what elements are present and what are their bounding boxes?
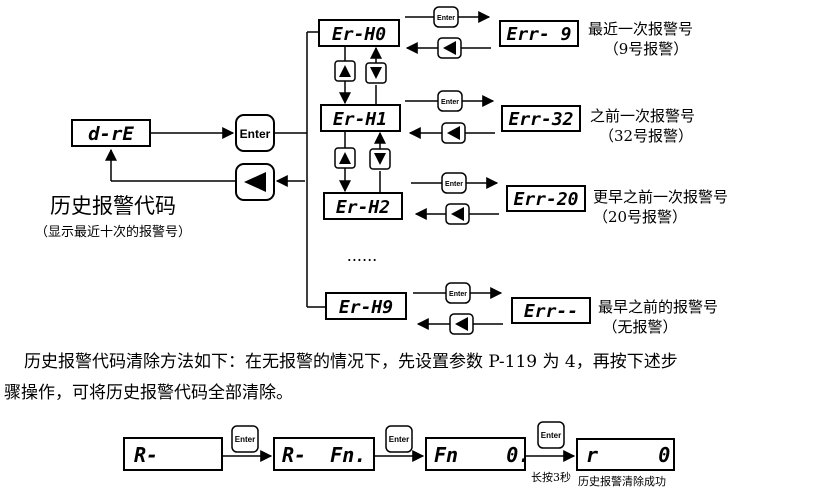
code-display-h9 [325,292,407,320]
ellipsis: ...... [347,246,378,265]
enter-button-bottom-1[interactable] [231,425,259,453]
main-display [71,119,151,147]
result-display-row2-text: Err-20 [513,189,578,210]
code-display-h0 [318,19,400,47]
enter-button-bottom-2[interactable] [385,425,413,453]
bottom-display-2-text: R- Fn. [282,443,366,467]
history-sublabel: （显示最近十次的报警号） [35,224,191,240]
code-display-h0-text: Er-H0 [332,24,386,45]
enter-button-row1-label: Enter [441,99,459,106]
result-display-row1-text: Err-32 [508,109,573,130]
enter-button-bottom-1-label: Enter [235,435,255,444]
row1-desc-line1: 之前一次报警号 [590,107,695,125]
result-display-row2 [506,185,586,212]
bottom-display-4-text: r 0 [586,443,670,467]
enter-button-bottom-3[interactable] [537,421,565,449]
result-display-row9 [511,297,591,324]
row2-desc-line1: 更早之前一次报警号 [593,188,728,206]
back-left-icon [455,317,468,331]
code-display-h2-text: Er-H2 [336,197,390,218]
down-arrow-icon [370,67,382,79]
code-display-h1-text: Er-H1 [333,109,387,130]
row9-desc-line2: （无报警） [602,318,677,336]
bottom-display-1-text: R- [134,443,158,467]
result-display-row0 [499,20,579,47]
result-display-row1 [501,105,581,132]
code-display-h9-text: Er-H9 [339,297,393,318]
enter-button-row0-label: Enter [437,15,455,22]
back-left-icon [244,172,266,192]
enter-button-row2-label: Enter [445,181,463,188]
down-arrow-icon [374,153,386,165]
enter-button-bottom-3-label: Enter [541,431,561,440]
up-arrow-icon [339,152,351,164]
enter-button-row9-label: Enter [449,291,467,298]
row1-desc-line2: （32号报警） [599,127,693,145]
back-left-icon [447,126,460,140]
code-display-h2 [323,192,403,220]
bottom-display-3 [425,437,526,471]
back-left-icon [443,41,456,55]
back-left-icon [451,207,464,221]
up-arrow-icon [339,65,351,77]
instructions-line-1: 历史报警代码清除方法如下：在无报警的情况下，先设置参数 P-119 为 4，再按… [24,352,678,372]
code-display-h1 [320,104,401,132]
row0-desc-line1: 最近一次报警号 [588,20,693,38]
history-label: 历史报警代码 [50,194,176,218]
row9-desc-line1: 最早之前的报警号 [598,298,718,316]
bottom-display-2 [273,437,375,471]
instructions-line-2: 骤操作，可将历史报警代码全部清除。 [4,383,293,403]
enter-button-bottom-2-label: Enter [389,435,409,444]
row2-desc-line2: （20号报警） [593,208,687,226]
result-display-row9-text: Err-- [524,301,578,322]
bottom-display-3-text: Fn 0. [434,443,530,467]
row0-desc-line2: （9号报警） [604,40,689,58]
result-display-row0-text: Err- 9 [506,24,571,45]
bottom-display-4 [576,438,675,471]
long-press-label: 长按3秒 [531,470,571,484]
enter-button-main-label: Enter [240,127,271,141]
main-display-text: d-rE [88,123,134,145]
bottom-display-1 [123,437,223,471]
success-label: 历史报警清除成功 [578,474,666,488]
